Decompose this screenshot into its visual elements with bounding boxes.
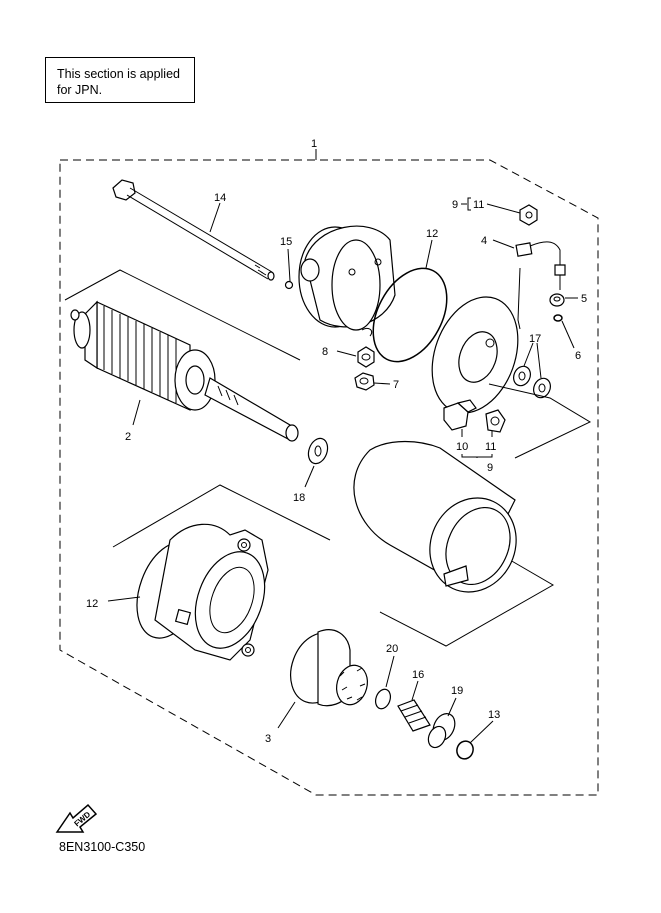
label-part-18: 18: [293, 492, 305, 504]
o-ring-upper: [372, 267, 448, 363]
brush-holder-nut: [519, 204, 538, 226]
label-part-3: 3: [265, 733, 271, 745]
label-part-1: 1: [311, 138, 317, 150]
label-part-19: 19: [451, 685, 463, 697]
label-part-10: 10: [456, 441, 468, 453]
assembly-boundary: [59, 159, 599, 796]
collar-19: [427, 713, 456, 749]
through-bolt: [112, 179, 275, 281]
brush-plane: [488, 383, 592, 459]
pinion-clutch: [290, 629, 368, 707]
nut-8: [357, 346, 375, 368]
label-part-12-upper: 12: [426, 228, 438, 240]
brush-11: [485, 409, 506, 433]
washer-17-a: [513, 365, 531, 387]
label-part-2: 2: [125, 431, 131, 443]
note-line-1: This section is applied: [57, 67, 180, 81]
label-part-9-bottom: 9: [487, 462, 493, 474]
label-part-13: 13: [488, 709, 500, 721]
label-part-14: 14: [214, 192, 226, 204]
label-part-7: 7: [393, 379, 399, 391]
label-part-8: 8: [322, 346, 328, 358]
spring-16: [397, 699, 431, 732]
label-part-11-bottom: 11: [485, 441, 496, 453]
label-part-12-lower: 12: [86, 598, 98, 610]
front-cover: [136, 523, 269, 661]
label-part-6: 6: [575, 350, 581, 362]
brush-plate: [431, 296, 519, 414]
o-ring-6: [553, 314, 563, 322]
yoke-plane: [112, 484, 555, 647]
washer-18: [307, 437, 329, 465]
nut-7: [354, 372, 375, 391]
armature-plane: [64, 269, 301, 361]
applicability-note: This section is applied for JPN.: [45, 57, 195, 103]
label-part-9-top: 9: [452, 199, 458, 211]
label-part-4: 4: [481, 235, 487, 247]
label-part-17: 17: [529, 333, 541, 345]
circlip-20: [374, 688, 392, 710]
label-part-20: 20: [386, 643, 398, 655]
label-part-11-top: 11: [473, 199, 484, 211]
label-part-5: 5: [581, 293, 587, 305]
label-part-16: 16: [412, 669, 424, 681]
note-line-2: for JPN.: [57, 83, 103, 97]
label-part-15: 15: [280, 236, 292, 248]
circlip-13: [456, 740, 474, 760]
washer-17-b: [533, 377, 551, 399]
washer-5: [549, 293, 565, 307]
diagram-code: 8EN3100-C350: [59, 840, 146, 854]
armature: [70, 300, 299, 442]
brush-10: [443, 399, 477, 431]
rear-cover: [298, 225, 396, 337]
yoke: [353, 440, 517, 593]
brush-lead: [515, 241, 566, 290]
fwd-arrow-icon: FWD: [55, 803, 98, 833]
